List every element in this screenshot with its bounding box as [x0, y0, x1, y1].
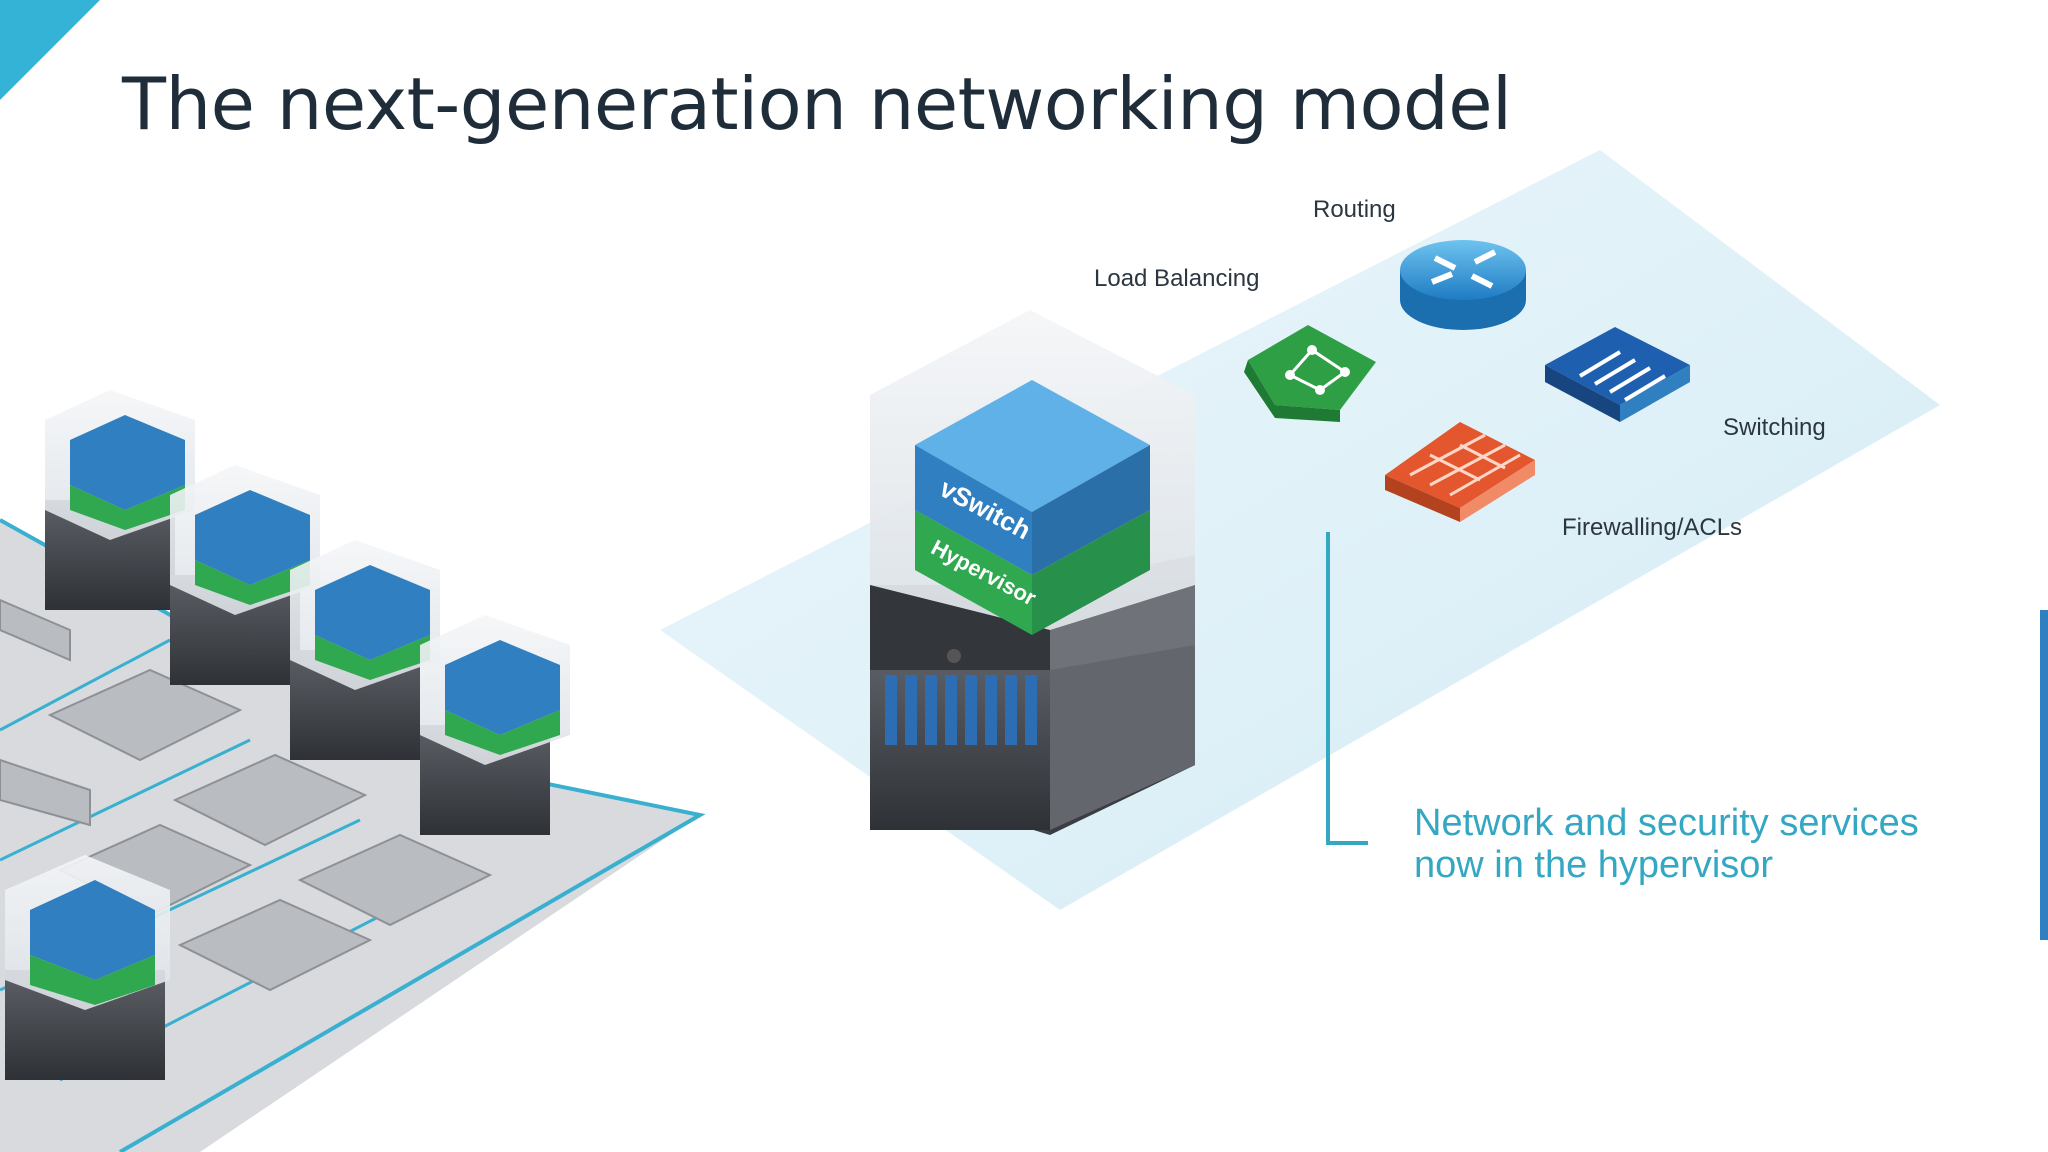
routing-label: Routing	[1313, 196, 1396, 223]
corner-accent	[0, 0, 100, 100]
central-host	[870, 310, 1195, 835]
callout-line-1: Network and security services	[1414, 802, 1919, 844]
callout-bracket	[1326, 532, 1368, 845]
callout-text: Network and security services now in the…	[1414, 802, 1919, 886]
switch-icon	[1545, 327, 1690, 422]
mini-hosts	[5, 390, 570, 1080]
services-platform	[660, 150, 1940, 910]
offscreen-object	[2040, 610, 2048, 940]
firewall-icon	[1385, 422, 1535, 522]
firewalling-label: Firewalling/ACLs	[1562, 514, 1743, 541]
slide-title: The next-generation networking model	[122, 62, 1512, 146]
load-balancer-icon	[1244, 325, 1376, 422]
router-icon	[1400, 240, 1526, 330]
physical-switches	[0, 598, 493, 992]
callout-line-2: now in the hypervisor	[1414, 844, 1774, 886]
load-balancing-label: Load Balancing	[1094, 265, 1260, 292]
switching-label: Switching	[1723, 414, 1826, 441]
